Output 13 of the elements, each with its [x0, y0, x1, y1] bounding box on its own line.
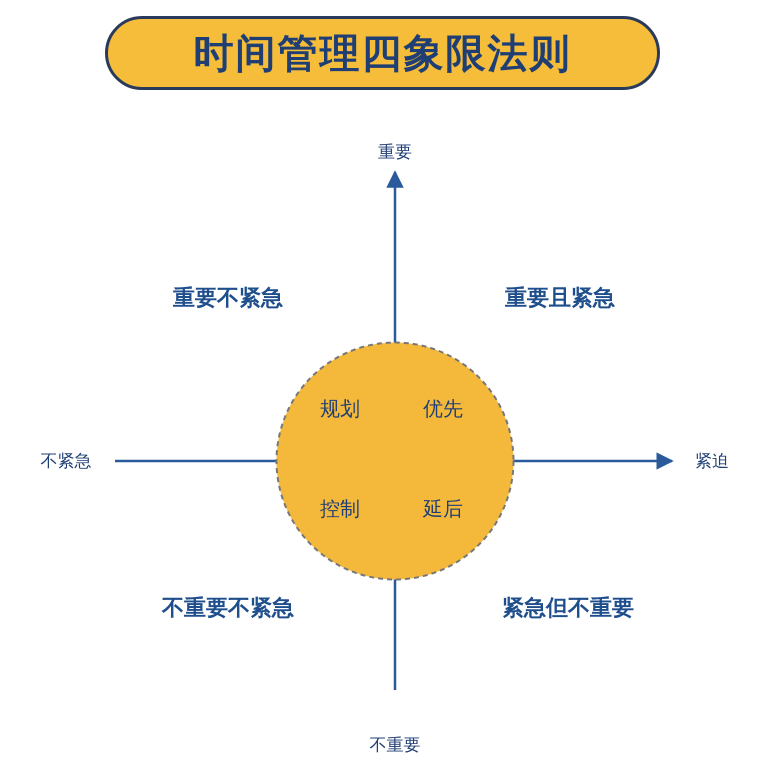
quadrant-tag: 规划 — [320, 396, 360, 422]
axis-label: 重要 — [378, 142, 412, 164]
quadrant-label: 重要不紧急 — [173, 285, 283, 313]
quadrant-label: 紧急但不重要 — [502, 595, 634, 623]
quadrant-tag: 延后 — [423, 496, 463, 522]
quadrant-label: 不重要不紧急 — [162, 595, 294, 623]
quadrant-label: 重要且紧急 — [505, 285, 615, 313]
axis-label: 紧迫 — [695, 450, 729, 472]
quadrant-tag: 控制 — [320, 496, 360, 522]
axis-label: 不重要 — [370, 734, 420, 756]
quadrant-tag: 优先 — [423, 396, 463, 422]
axis-label: 不紧急 — [40, 450, 92, 472]
title-banner: 时间管理四象限法则 — [105, 16, 660, 90]
